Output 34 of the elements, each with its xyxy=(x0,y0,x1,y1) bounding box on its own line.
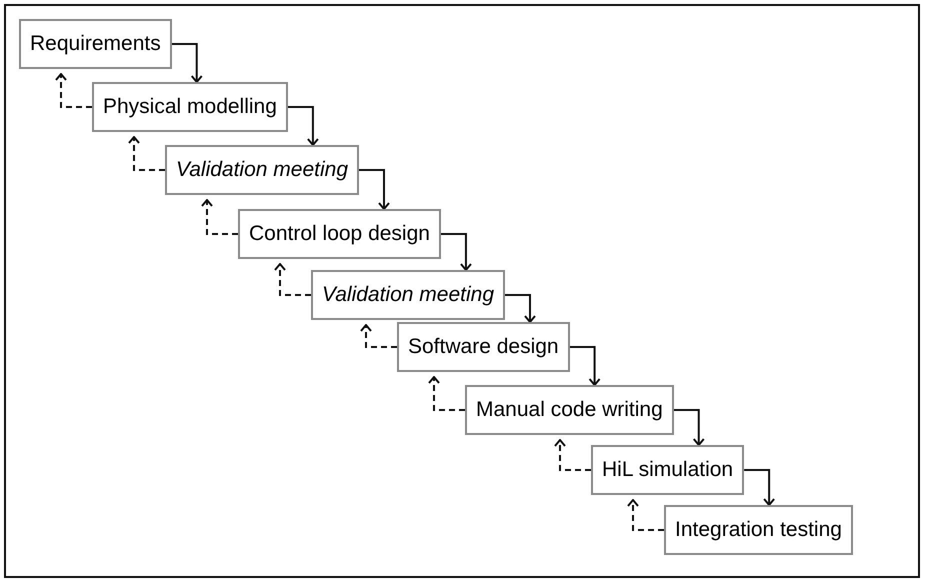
feedback-arrow xyxy=(428,376,465,411)
feedback-arrow xyxy=(274,263,311,296)
flow-arrow xyxy=(744,469,776,506)
flow-arrow xyxy=(359,169,390,210)
process-box xyxy=(165,145,359,195)
step-label: Physical modelling xyxy=(103,95,277,119)
flow-arrow xyxy=(288,106,319,146)
feedback-arrow xyxy=(128,136,165,171)
feedback-arrow xyxy=(360,324,397,348)
flow-arrow xyxy=(172,43,203,83)
process-box xyxy=(238,209,441,259)
process-box xyxy=(591,445,744,495)
step-label: Manual code writing xyxy=(476,398,663,422)
feedback-arrow xyxy=(554,439,591,471)
step-label: Control loop design xyxy=(249,222,430,246)
flow-arrow xyxy=(674,409,705,446)
step-label: Validation meeting xyxy=(322,283,494,307)
step-label: Validation meeting xyxy=(176,158,348,182)
process-box xyxy=(397,322,570,372)
feedback-arrow xyxy=(201,199,238,235)
flow-arrow xyxy=(570,346,601,386)
process-box xyxy=(311,270,505,320)
process-box xyxy=(92,82,288,132)
process-box xyxy=(664,505,853,555)
step-label: Requirements xyxy=(30,32,161,56)
step-label: Software design xyxy=(408,335,559,359)
feedback-arrow xyxy=(627,499,664,531)
step-label: Integration testing xyxy=(675,518,842,542)
flow-arrow xyxy=(505,294,536,323)
feedback-arrow xyxy=(55,73,92,108)
process-box xyxy=(465,385,674,435)
flow-arrow xyxy=(440,233,472,271)
step-label: HiL simulation xyxy=(602,458,734,482)
process-box xyxy=(19,19,172,69)
